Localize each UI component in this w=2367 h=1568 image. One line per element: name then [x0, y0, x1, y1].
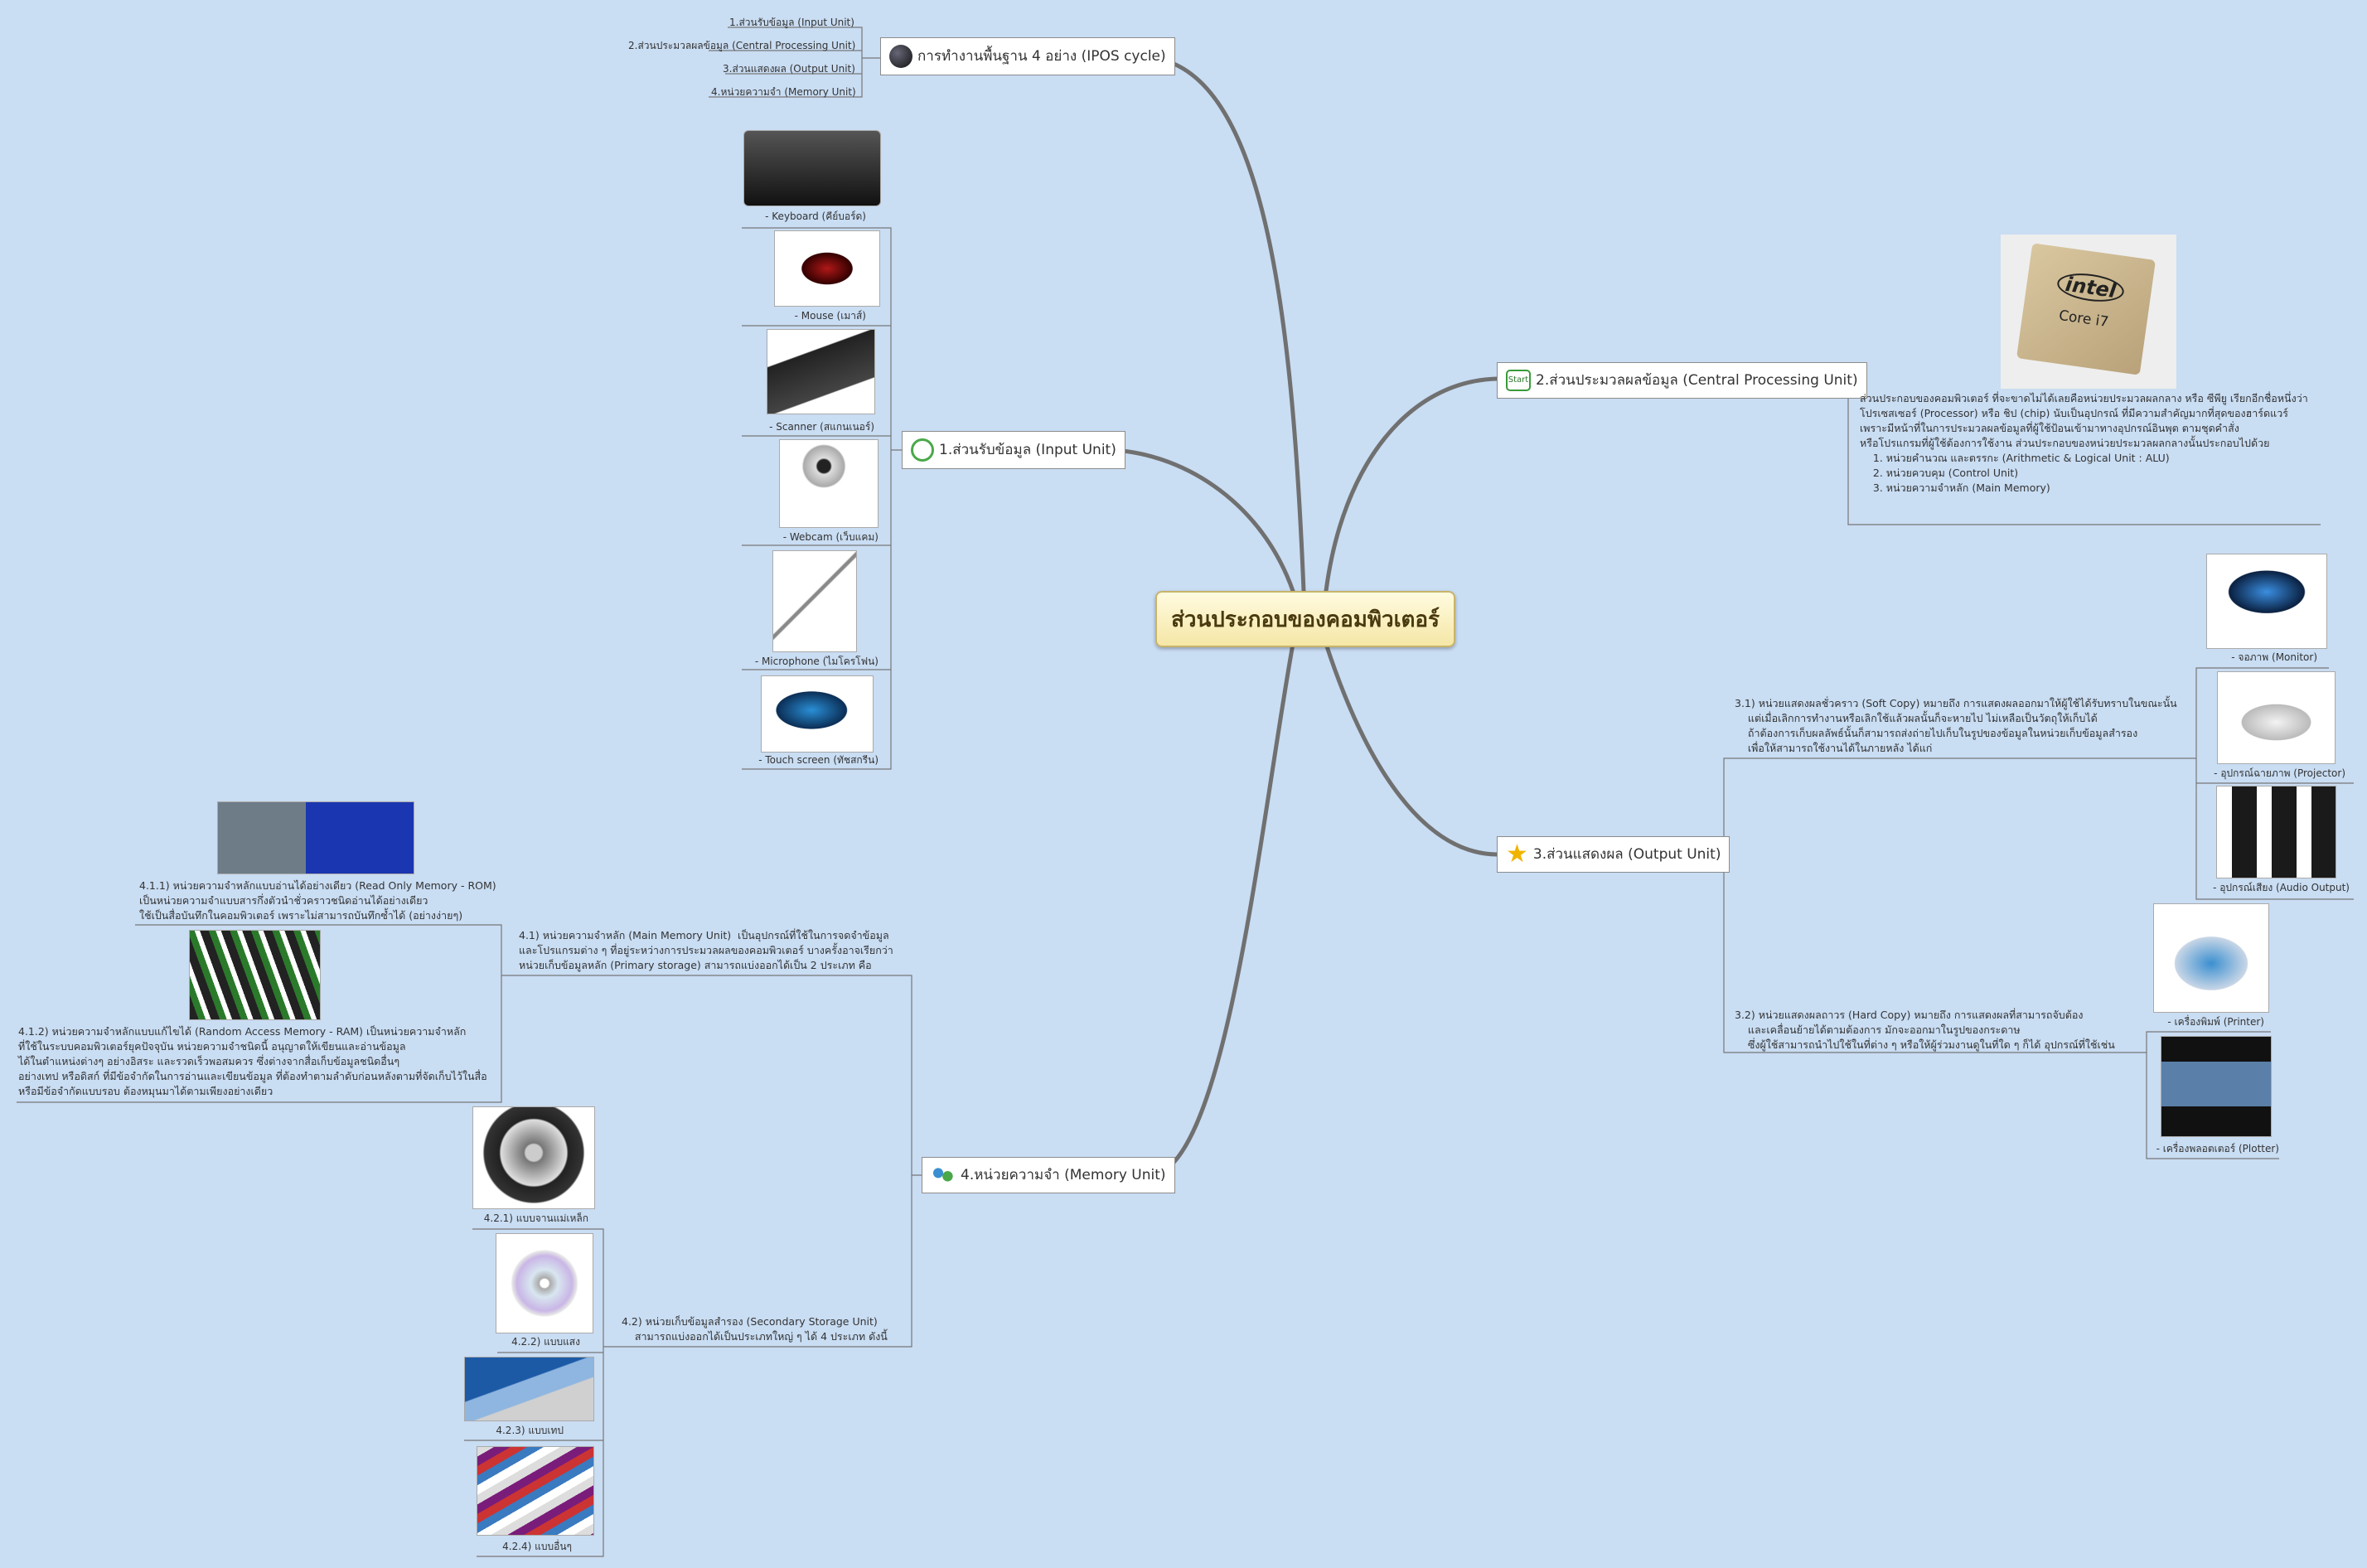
secondary-item: 4.2.2) แบบแสง [511, 1336, 580, 1348]
webcam-image [779, 439, 879, 528]
input-item: - Touch screen (ทัชสกรีน) [758, 754, 879, 766]
secondary-item: 4.2.1) แบบจานแม่เหล็ก [483, 1212, 588, 1224]
rom-text: 4.1.1) หน่วยความจำหลักแบบอ่านได้อย่างเดี… [139, 879, 496, 922]
users-icon [931, 1164, 956, 1186]
soft-copy-text: 3.1) หน่วยแสดงผลชั่วคราว (Soft Copy) หมา… [1735, 697, 2177, 754]
ipos-title: การทำงานพื้นฐาน 4 อย่าง (IPOS cycle) [917, 48, 1166, 65]
mouse-image [774, 230, 880, 307]
plotter-image [2161, 1036, 2272, 1137]
chip-body [2016, 243, 2156, 375]
ipos-item: 1.ส่วนรับข้อมูล (Input Unit) [729, 17, 854, 28]
output-title: 3.ส่วนแสดงผล (Output Unit) [1532, 846, 1721, 863]
rom-image [217, 801, 414, 874]
ram-image [189, 930, 321, 1020]
ipos-topic[interactable]: การทำงานพื้นฐาน 4 อย่าง (IPOS cycle) [880, 37, 1175, 75]
ram-text: 4.1.2) หน่วยความจำหลักแบบแก้ไขได้ (Rando… [18, 1025, 487, 1097]
input-title: 1.ส่วนรับข้อมูล (Input Unit) [939, 442, 1116, 458]
flash-drive-image [477, 1446, 594, 1536]
input-item: - Mouse (เมาส์) [794, 310, 866, 322]
output-hard-item: - เครื่องพลอตเตอร์ (Plotter) [2156, 1143, 2279, 1154]
input-item: - Microphone (ไมโครโฟน) [754, 656, 879, 667]
hard-disk-image [472, 1106, 595, 1209]
secondary-storage-text: 4.2) หน่วยเก็บข้อมูลสำรอง (Secondary Sto… [622, 1315, 888, 1343]
touchscreen-image [761, 675, 874, 753]
start-icon: Start [1506, 370, 1531, 391]
input-item: - Keyboard (คีย์บอร์ด) [765, 211, 866, 222]
output-hard-item: - เครื่องพิมพ์ (Printer) [2167, 1016, 2264, 1028]
scanner-image [767, 329, 875, 414]
keyboard-image [743, 130, 881, 206]
microphone-image [772, 550, 857, 652]
printer-image [2153, 903, 2269, 1013]
star-icon: ★ [1506, 840, 1528, 869]
secondary-item: 4.2.4) แบบอื่นๆ [502, 1541, 572, 1552]
ipos-item: 4.หน่วยความจำ (Memory Unit) [711, 86, 856, 98]
cpu-chip-image: intel Core i7 [2001, 235, 2176, 389]
input-topic[interactable]: 1.ส่วนรับข้อมูล (Input Unit) [902, 431, 1125, 469]
monitor-image [2206, 554, 2327, 649]
projector-image [2217, 671, 2336, 764]
input-item: - Webcam (เว็บแคม) [782, 531, 879, 543]
secondary-item: 4.2.3) แบบเทป [496, 1425, 564, 1436]
input-item: - Scanner (สแกนเนอร์) [769, 421, 874, 433]
output-soft-item: - จอภาพ (Monitor) [2231, 651, 2317, 663]
cpu-topic[interactable]: Start 2.ส่วนประมวลผลข้อมูล (Central Proc… [1497, 362, 1867, 399]
tape-image [464, 1357, 594, 1421]
cpu-description: ส่วนประกอบของคอมพิวเตอร์ ที่จะขาดไม่ได้เ… [1860, 392, 2308, 494]
optical-disc-image [496, 1233, 593, 1333]
clock-icon [911, 438, 934, 462]
output-soft-item: - อุปกรณ์ฉายภาพ (Projector) [2214, 767, 2345, 779]
ipos-item: 2.ส่วนประมวลผลข้อมูล (Central Processing… [628, 40, 856, 51]
hard-copy-text: 3.2) หน่วยแสดงผลถาวร (Hard Copy) หมายถึง… [1735, 1009, 2115, 1051]
output-topic[interactable]: ★ 3.ส่วนแสดงผล (Output Unit) [1497, 836, 1730, 873]
central-topic[interactable]: ส่วนประกอบของคอมพิวเตอร์ [1155, 591, 1455, 647]
memory-topic[interactable]: 4.หน่วยความจำ (Memory Unit) [922, 1157, 1175, 1193]
memory-title: 4.หน่วยความจำ (Memory Unit) [961, 1167, 1166, 1183]
output-soft-item: - อุปกรณ์เสียง (Audio Output) [2213, 882, 2350, 893]
bomb-icon [889, 45, 912, 68]
ipos-item: 3.ส่วนแสดงผล (Output Unit) [723, 63, 855, 75]
main-memory-text: 4.1) หน่วยความจำหลัก (Main Memory Unit) … [519, 929, 893, 971]
speakers-image [2216, 786, 2336, 878]
cpu-title: 2.ส่วนประมวลผลข้อมูล (Central Processing… [1536, 372, 1858, 389]
